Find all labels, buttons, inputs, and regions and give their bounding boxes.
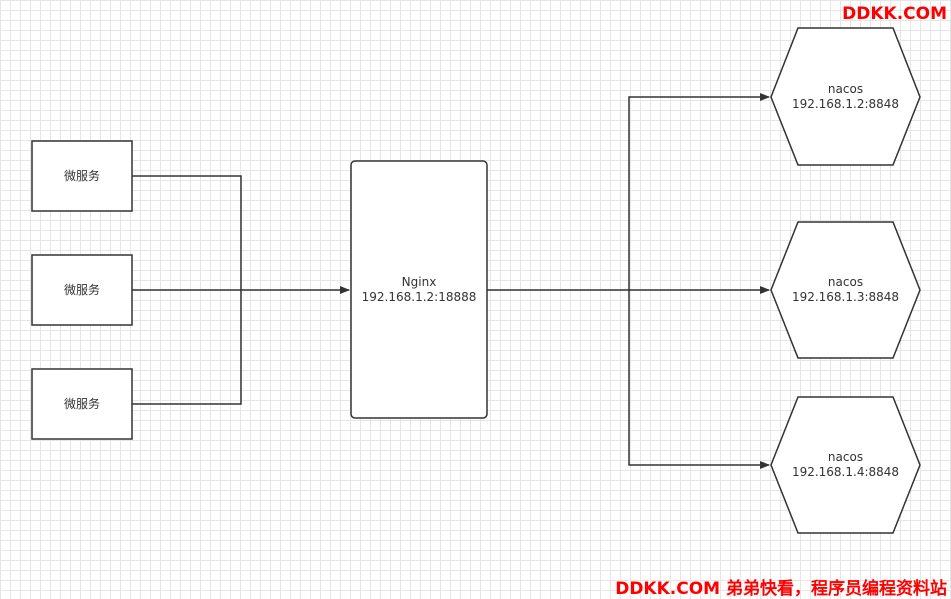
microservice-label-text: 微服务 xyxy=(63,168,100,183)
microservice-label-2: 微服务 xyxy=(32,255,132,325)
nacos-name: nacos xyxy=(827,81,864,96)
watermark-top: DDKK.COM xyxy=(842,4,947,24)
nacos-hexagon xyxy=(770,27,921,166)
microservice-label-text: 微服务 xyxy=(63,396,100,411)
nginx-name: Nginx xyxy=(401,274,437,289)
connector-line xyxy=(132,175,242,290)
microservice-box xyxy=(31,368,133,440)
nginx-address: 192.168.1.2:18888 xyxy=(361,289,477,304)
nacos-address: 192.168.1.2:8848 xyxy=(791,96,900,111)
watermark-bottom: DDKK.COM 弟弟快看，程序员编程资料站 xyxy=(615,579,947,599)
nginx-label: Nginx 192.168.1.2:18888 xyxy=(351,161,487,418)
nacos-hexagon xyxy=(770,396,921,534)
microservice-box xyxy=(31,254,133,326)
nacos-name: nacos xyxy=(827,450,864,464)
microservice-label-text: 微服务 xyxy=(63,282,100,297)
nacos-label-2: nacos 192.168.1.3:8848 xyxy=(771,222,920,358)
microservice-label-3: 微服务 xyxy=(32,369,132,439)
connector-arrow xyxy=(628,93,770,290)
nacos-address: 192.168.1.3:8848 xyxy=(791,290,900,304)
connector-arrow xyxy=(628,290,770,469)
nacos-name: nacos xyxy=(827,275,864,289)
microservice-box xyxy=(31,140,133,212)
microservice-label-1: 微服务 xyxy=(32,141,132,211)
nacos-label-3: nacos 192.168.1.4:8848 xyxy=(771,397,920,533)
connector-line xyxy=(132,290,242,405)
nacos-hexagon xyxy=(770,221,921,359)
nacos-address: 192.168.1.4:8848 xyxy=(791,465,900,479)
nacos-label-1: nacos 192.168.1.2:8848 xyxy=(771,28,920,165)
